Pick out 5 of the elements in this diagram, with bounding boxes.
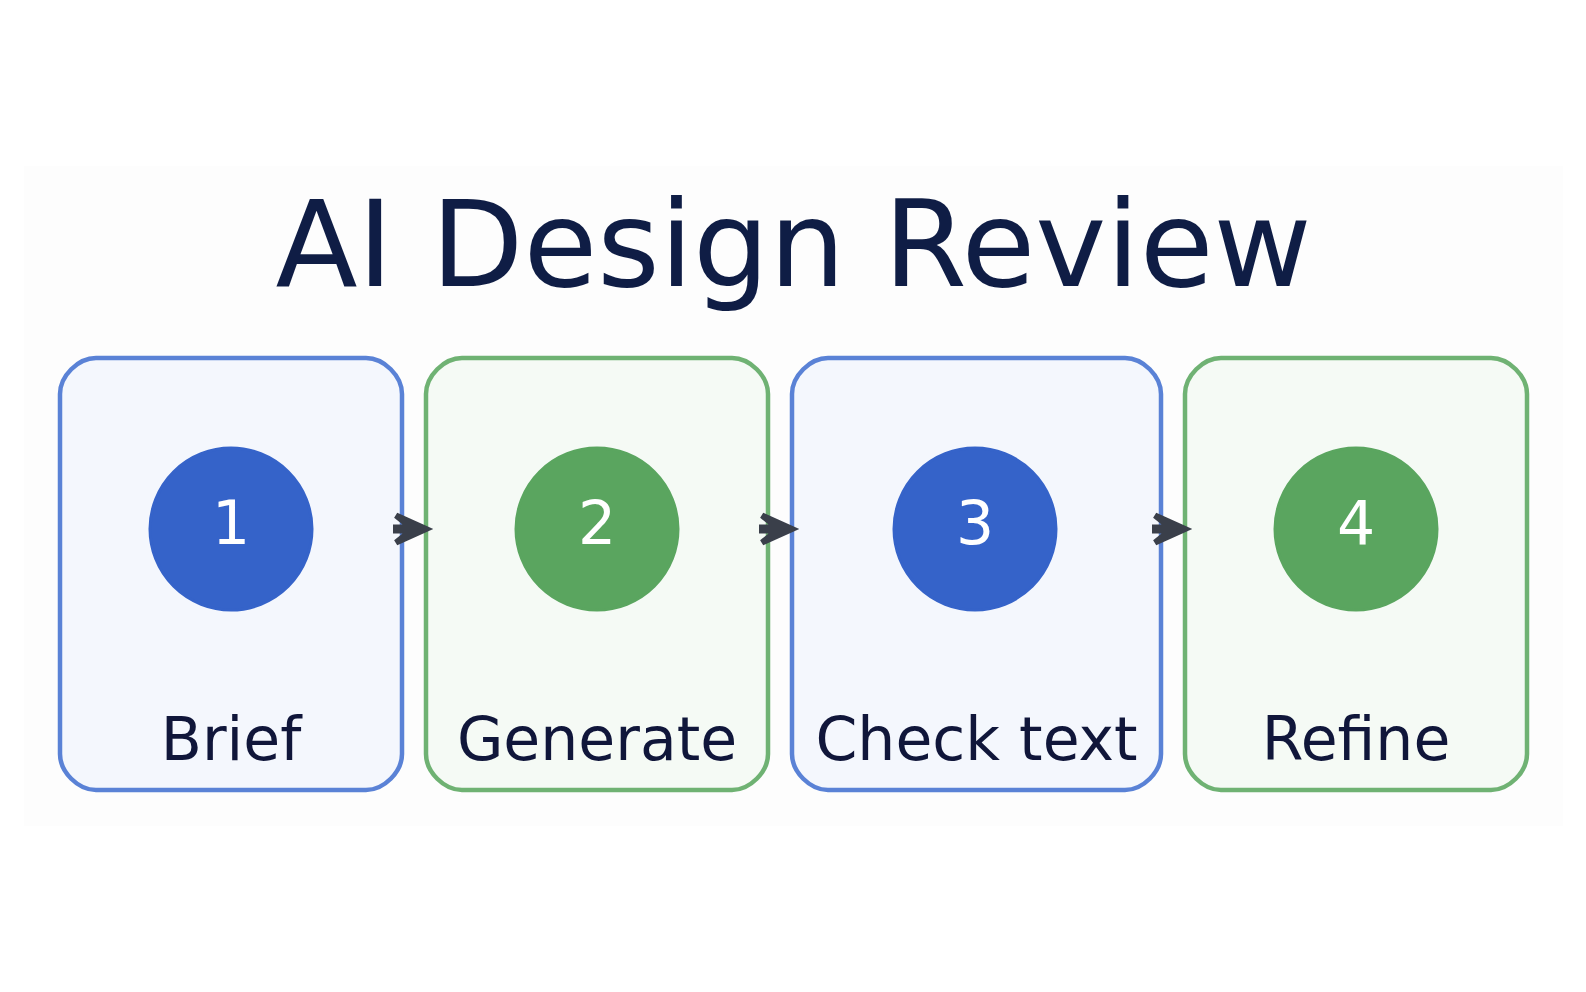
node-circle: 1	[148, 446, 313, 612]
node-circle: 2	[514, 446, 679, 612]
diagram-title: AI Design Review	[274, 175, 1312, 314]
node-circle: 3	[892, 446, 1057, 612]
node-circle: 4	[1273, 446, 1438, 612]
